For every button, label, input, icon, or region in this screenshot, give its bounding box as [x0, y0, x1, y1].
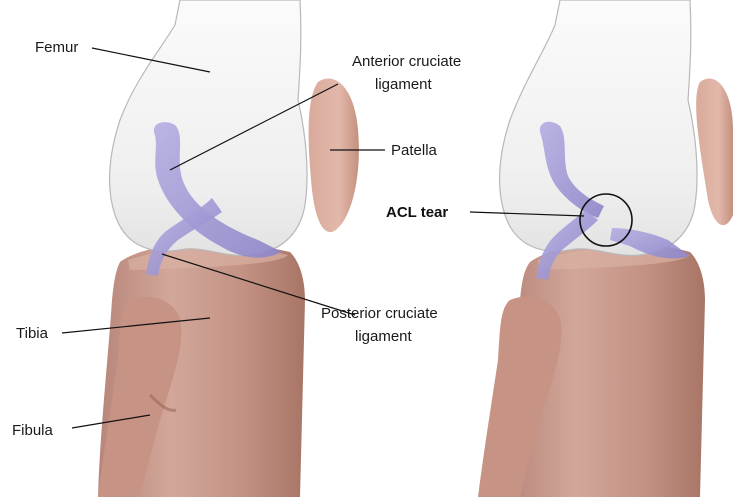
label-pcl-line1: Posterior cruciate: [321, 305, 438, 322]
healthy-knee: [98, 0, 359, 497]
label-pcl-line2: ligament: [355, 328, 413, 345]
patella-bone-right: [696, 79, 733, 226]
label-acl-line2: ligament: [375, 76, 433, 93]
label-patella: Patella: [391, 142, 438, 159]
label-femur: Femur: [35, 39, 78, 56]
label-fibula: Fibula: [12, 422, 54, 439]
label-acl-tear: ACL tear: [386, 204, 448, 221]
torn-acl-knee: [478, 0, 733, 497]
label-tibia: Tibia: [16, 325, 49, 342]
label-acl-line1: Anterior cruciate: [352, 53, 461, 70]
patella-bone: [309, 79, 359, 233]
